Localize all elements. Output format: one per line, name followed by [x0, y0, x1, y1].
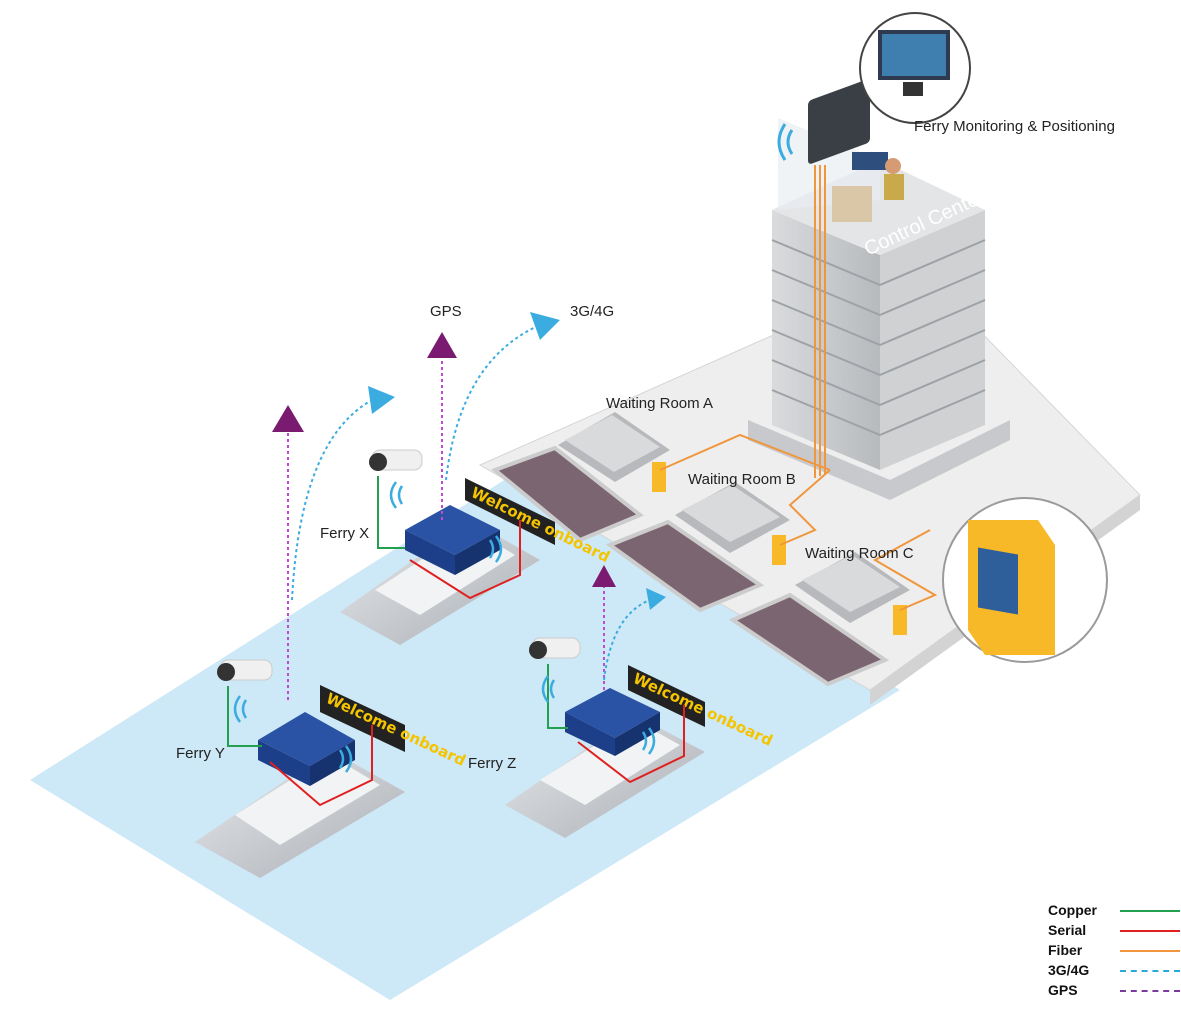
cellular-arrow-icons	[368, 312, 666, 610]
control-center-building: Control Center	[748, 118, 1010, 500]
gps-arrow-icons	[272, 332, 616, 587]
legend-label: Copper	[1048, 902, 1097, 918]
gateway-device-icon	[565, 688, 660, 756]
waiting-room-b-label: Waiting Room B	[688, 471, 796, 488]
legend-swatch	[1120, 950, 1180, 952]
gangways	[491, 445, 890, 687]
ferry-y-label: Ferry Y	[176, 745, 225, 762]
legend-swatch	[1120, 930, 1180, 932]
waiting-room-c-seats	[795, 552, 910, 635]
waiting-room-c-label: Waiting Room C	[805, 545, 914, 562]
waiting-room-a-label: Waiting Room A	[606, 395, 713, 412]
ferry-monitoring-label: Ferry Monitoring & Positioning	[914, 118, 1115, 135]
legend-label: Serial	[1048, 922, 1087, 938]
monitor-zoom-icon	[859, 12, 971, 124]
legend-label: Fiber	[1048, 942, 1083, 958]
cellular-label: 3G/4G	[570, 303, 615, 320]
legend-item: Fiber	[1048, 942, 1181, 962]
legend: Copper Serial Fiber 3G/4G GPS	[1048, 902, 1181, 1002]
gps-label: GPS	[430, 303, 462, 320]
cctv-camera-icon	[529, 637, 581, 659]
ferry-y: Welcome onboard	[195, 659, 469, 878]
legend-item: Copper	[1048, 902, 1181, 922]
ferry-z-label: Ferry Z	[468, 755, 517, 772]
gateway-device-icon	[258, 712, 355, 786]
legend-item: GPS	[1048, 982, 1181, 1002]
legend-item: 3G/4G	[1048, 962, 1181, 982]
legend-swatch	[1120, 990, 1180, 992]
cellular-links	[291, 324, 651, 681]
legend-label: GPS	[1048, 982, 1078, 998]
legend-item: Serial	[1048, 922, 1181, 942]
kiosk-zoom	[942, 497, 1108, 663]
ferry-x-label: Ferry X	[320, 525, 370, 542]
gps-links	[287, 355, 605, 700]
cctv-camera-icon	[369, 449, 423, 471]
wireless-signal-icon	[233, 481, 656, 773]
operator-icon	[832, 152, 904, 222]
legend-label: 3G/4G	[1048, 962, 1090, 978]
fiber-links	[659, 165, 938, 611]
legend-swatch	[1120, 970, 1180, 972]
waiting-room-b-seats	[675, 482, 790, 565]
control-wireless-signal-icon	[777, 123, 794, 161]
legend-swatch	[1120, 910, 1180, 912]
cctv-camera-icon	[217, 659, 273, 681]
gateway-device-icon	[405, 505, 500, 575]
video-wall-icon	[808, 79, 870, 164]
